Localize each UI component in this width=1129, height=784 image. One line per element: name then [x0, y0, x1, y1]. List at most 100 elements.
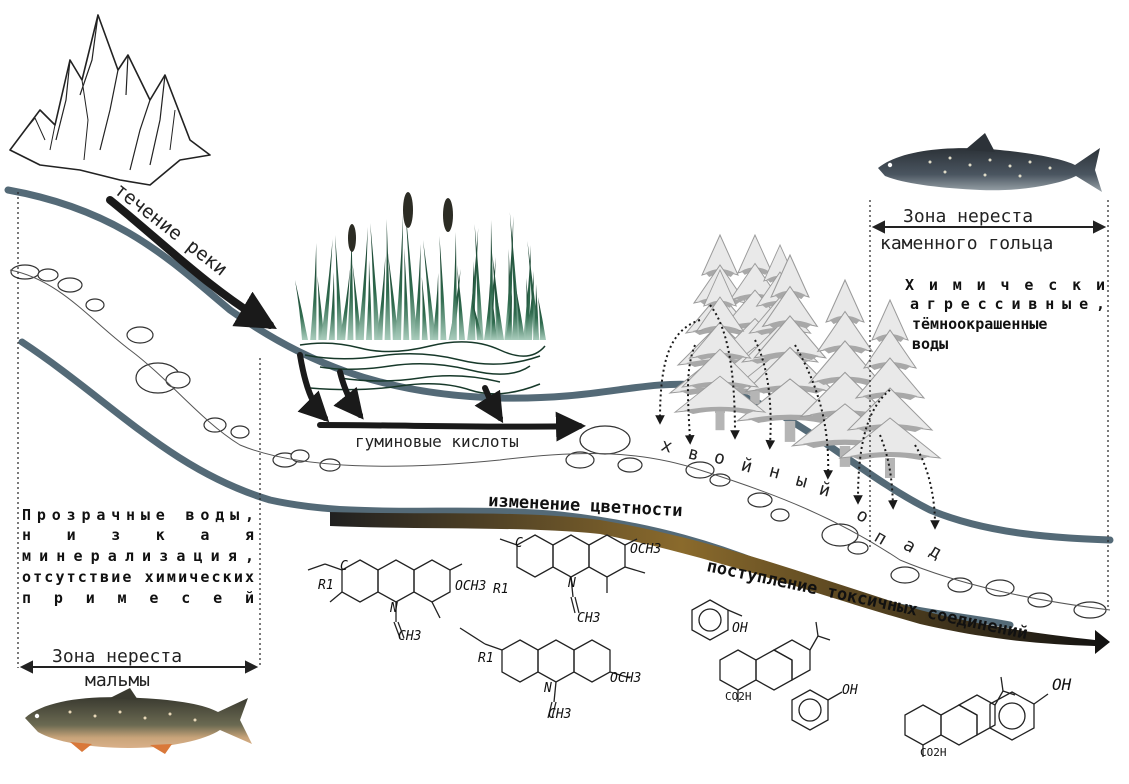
stone-char-fish-image: [872, 130, 1106, 200]
svg-text:отсутствие химических: отсутствие химических: [22, 568, 254, 586]
marsh-reeds: [295, 192, 546, 395]
reed-blade: [432, 273, 439, 340]
aggressive-waters-text: Химически агрессивные, тёмноокрашенные в…: [905, 276, 1105, 353]
reed-blade: [384, 219, 391, 340]
toxic-input-arrow: [330, 512, 1110, 654]
molecule-phenoxazine-3: [459, 627, 631, 719]
svg-text:CH3: CH3: [398, 629, 421, 644]
svg-text:низкая: низкая: [22, 526, 254, 544]
svg-text:OCH3: OCH3: [610, 671, 641, 686]
label-zone-malma-2: мальмы: [85, 670, 150, 691]
svg-text:N: N: [543, 681, 552, 696]
pebble: [1073, 601, 1107, 619]
pebble: [890, 566, 920, 584]
svg-text:R1: R1: [493, 582, 509, 597]
litter-letter: п: [871, 526, 891, 550]
reed-blade: [376, 256, 386, 340]
molecule-phenoxazine-2: [499, 534, 646, 614]
reed-blade: [512, 275, 518, 340]
riverbed-pebbles: [10, 264, 1107, 619]
svg-text:тёмноокрашенные: тёмноокрашенные: [912, 315, 1047, 333]
pebble: [709, 473, 731, 487]
svg-text:воды: воды: [912, 335, 948, 353]
svg-text:OH: OH: [1052, 675, 1072, 694]
clear-waters-text: Прозрачные воды, низкая минерализация, о…: [22, 506, 254, 607]
reed-blade: [484, 283, 491, 340]
label-zone-char-1: Зона нереста: [903, 206, 1033, 227]
reed-blade: [505, 292, 512, 340]
litter-letter: н: [767, 461, 783, 484]
pebble: [747, 492, 773, 508]
litter-letter: й: [817, 479, 833, 502]
malma-fish-image: [18, 688, 256, 754]
litter-letter: й: [739, 455, 755, 478]
pebble: [565, 451, 595, 469]
svg-text:C: C: [340, 559, 348, 574]
mountains-illustration: [9, 14, 211, 186]
reed-blade: [472, 300, 483, 340]
humic-acid-arrows: [297, 352, 586, 442]
litter-letter: а: [900, 534, 920, 558]
svg-text:агрессивные,: агрессивные,: [910, 295, 1105, 313]
svg-text:N: N: [389, 601, 398, 616]
reed-blade: [405, 211, 418, 340]
label-humic-acids: гуминовые кислоты: [355, 432, 519, 451]
svg-text:Химически: Химически: [905, 276, 1105, 294]
pebble: [1027, 592, 1053, 608]
zone-arrows: [19, 220, 1107, 674]
svg-text:N: N: [567, 576, 576, 591]
reed-blade: [310, 243, 317, 340]
reed-blade: [533, 284, 539, 340]
pebble: [579, 425, 631, 455]
reed-blade: [403, 248, 410, 340]
conifer-trees: [668, 233, 942, 478]
molecule-phenol-1: [691, 599, 743, 641]
reed-blade: [491, 296, 497, 340]
molecule-phenol-2: [791, 689, 843, 731]
reed-blade: [494, 279, 504, 340]
reed-blade: [474, 224, 484, 340]
pebble: [230, 425, 250, 439]
reed-blade: [335, 235, 343, 340]
reed-blade: [370, 223, 381, 340]
label-toxic-input: поступление токсичных соединений: [705, 556, 1030, 644]
reed-blade: [339, 268, 351, 340]
svg-text:CO2H: CO2H: [725, 690, 752, 703]
reed-blade: [439, 236, 447, 340]
river-flow-arrow: [106, 196, 277, 330]
pebble: [770, 508, 790, 522]
reed-blade: [423, 240, 436, 340]
svg-text:примесей: примесей: [22, 589, 254, 607]
label-zone-malma-1: Зона нереста: [52, 646, 182, 667]
reed-blade: [320, 239, 333, 340]
reed-blade: [357, 227, 368, 340]
reed-blade: [526, 271, 534, 340]
reed-blade: [538, 297, 546, 340]
svg-text:R1: R1: [478, 651, 494, 666]
svg-text:CH3: CH3: [548, 707, 571, 722]
riverbed-line: [9, 269, 1111, 611]
pebble: [37, 268, 59, 282]
svg-text:OH: OH: [732, 621, 748, 636]
svg-text:OCH3: OCH3: [630, 542, 661, 557]
litter-letter: ы: [794, 470, 810, 493]
svg-text:CO2H: CO2H: [920, 746, 947, 759]
pebble: [847, 541, 869, 555]
chemical-structures: [307, 534, 1049, 757]
reed-blade: [395, 215, 403, 340]
reed-blade: [328, 272, 335, 340]
reed-blade: [295, 280, 308, 340]
reed-blade: [347, 231, 354, 340]
litter-letter: х: [659, 435, 675, 458]
litter-arrows: [655, 304, 940, 530]
reed-blade: [450, 232, 457, 340]
chemical-labels: C R1 OCH3 N CH3 C R1 OCH3 N CH3 R1 OCH3 …: [318, 536, 1072, 759]
pebble: [126, 326, 154, 344]
reed-blade: [421, 277, 428, 340]
svg-text:C: C: [515, 536, 523, 551]
reed-blade: [352, 264, 362, 340]
molecule-abietic-1: [719, 621, 831, 702]
molecule-phenoxazine-1: [307, 559, 463, 639]
